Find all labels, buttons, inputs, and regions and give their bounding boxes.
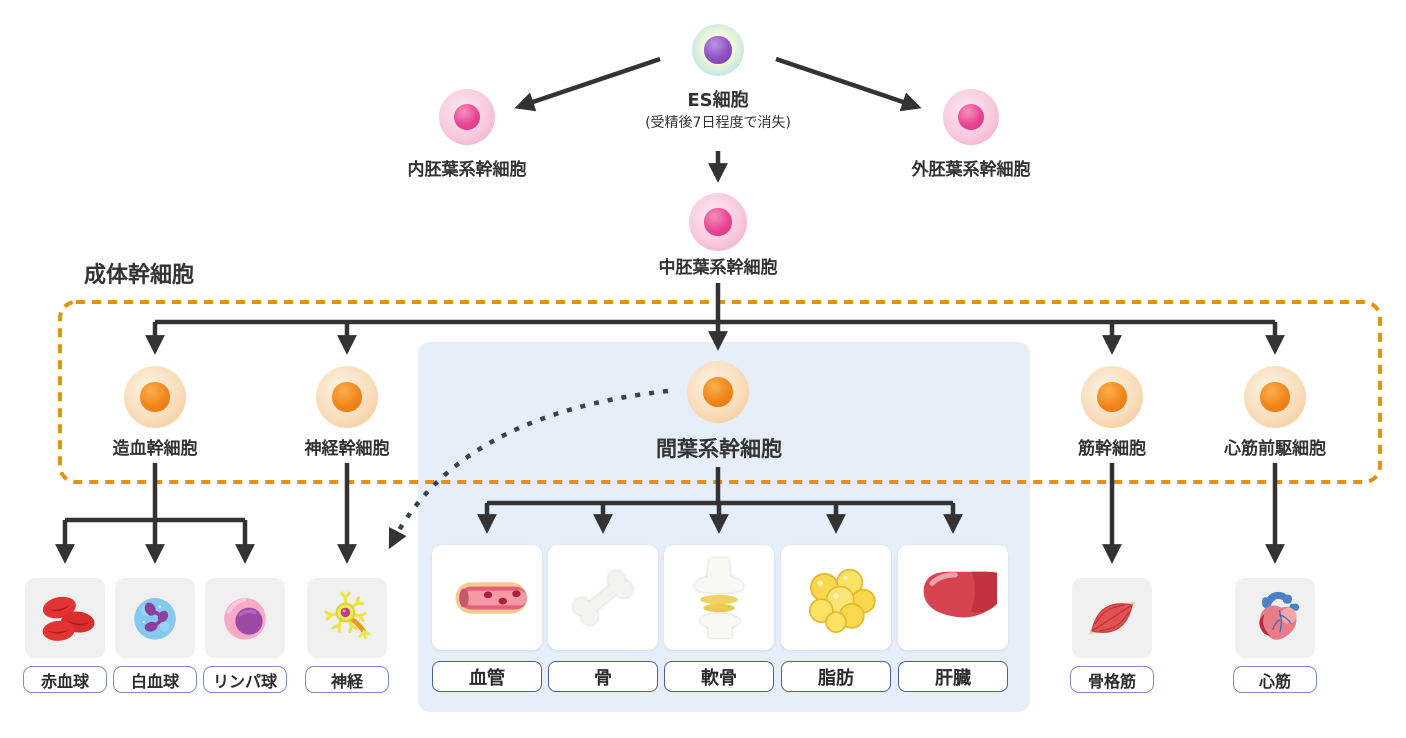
cell-nucleus <box>1260 382 1290 412</box>
es-cell-label: ES細胞 <box>687 90 749 111</box>
cell-nucleus <box>704 36 732 64</box>
blood-vessel-icon <box>455 581 527 614</box>
es-cell-note: (受精後7日程度で消失) <box>645 115 791 131</box>
lymphocyte-tile <box>205 578 285 658</box>
liver-tile <box>898 545 1008 650</box>
muscle-stem-cell-label: 筋幹細胞 <box>1078 439 1146 459</box>
endoderm-stem-cell-label: 内胚葉系幹細胞 <box>407 160 527 180</box>
cell-nucleus <box>453 103 481 131</box>
endoderm-stem-cell-icon <box>439 89 495 145</box>
mesenchymal-to-nerve-dotted-arrow <box>388 388 669 550</box>
white-blood-cell-icon <box>134 598 176 640</box>
mesenchymal-stem-cell-label: 間葉系幹細胞 <box>656 437 782 461</box>
fat-tile <box>781 545 891 650</box>
cardiac-muscle-icon <box>1259 591 1299 640</box>
mesoderm-stem-cell-label: 中胚葉系幹細胞 <box>658 258 778 278</box>
white-blood-cell-label-pill: 白血球 <box>113 666 197 693</box>
cell-nucleus <box>703 377 733 407</box>
fat-icon <box>808 568 876 633</box>
nerve-label-pill: 神経 <box>305 666 389 693</box>
neuron-icon <box>324 591 371 640</box>
fat-label-pill: 脂肪 <box>781 661 891 692</box>
cell-nucleus <box>957 103 985 131</box>
cartilage-icon <box>694 557 744 638</box>
cell-nucleus <box>332 382 362 412</box>
blood-vessel-label-pill: 血管 <box>432 661 542 692</box>
ectoderm-stem-cell-icon <box>943 89 999 145</box>
cardiac-muscle-label-pill: 心筋 <box>1233 666 1317 693</box>
cell-nucleus <box>140 382 170 412</box>
red-blood-cells-icon <box>42 596 95 641</box>
solid-arrows <box>55 56 1285 564</box>
nerve-tile <box>307 578 387 658</box>
liver-label-pill: 肝臓 <box>898 661 1008 692</box>
cardiac-progenitor-cell-label: 心筋前駆細胞 <box>1224 439 1326 459</box>
cell-nucleus <box>1097 382 1127 412</box>
cardiac-muscle-tile <box>1235 578 1315 658</box>
skeletal-muscle-icon <box>1088 601 1136 635</box>
red-blood-cells-tile <box>25 578 105 658</box>
bone-tile <box>548 545 658 650</box>
es-cell-icon <box>692 24 744 76</box>
cell-nucleus <box>704 208 732 236</box>
cardiac-progenitor-cell-icon <box>1244 366 1306 428</box>
blood-vessel-tile <box>432 545 542 650</box>
hematopoietic-stem-cell-icon <box>124 366 186 428</box>
liver-icon <box>923 571 997 617</box>
bone-icon <box>573 570 633 625</box>
bone-label-pill: 骨 <box>548 661 658 692</box>
red-blood-cells-label-pill: 赤血球 <box>23 666 107 693</box>
ectoderm-stem-cell-label: 外胚葉系幹細胞 <box>911 160 1031 180</box>
white-blood-cell-tile <box>115 578 195 658</box>
cartilage-tile <box>664 545 774 650</box>
skeletal-muscle-tile <box>1072 578 1152 658</box>
mesenchymal-stem-cell-icon <box>687 361 749 423</box>
mesoderm-stem-cell-icon <box>689 193 747 251</box>
cartilage-label-pill: 軟骨 <box>664 661 774 692</box>
neural-stem-cell-icon <box>316 366 378 428</box>
adult-stem-cells-heading: 成体幹細胞 <box>84 263 195 288</box>
lymphocyte-label-pill: リンパ球 <box>203 666 287 693</box>
skeletal-muscle-label-pill: 骨格筋 <box>1070 666 1154 693</box>
lymphocyte-icon <box>224 597 266 640</box>
neural-stem-cell-label: 神経幹細胞 <box>304 439 390 459</box>
hematopoietic-stem-cell-label: 造血幹細胞 <box>112 439 198 459</box>
muscle-stem-cell-icon <box>1081 366 1143 428</box>
